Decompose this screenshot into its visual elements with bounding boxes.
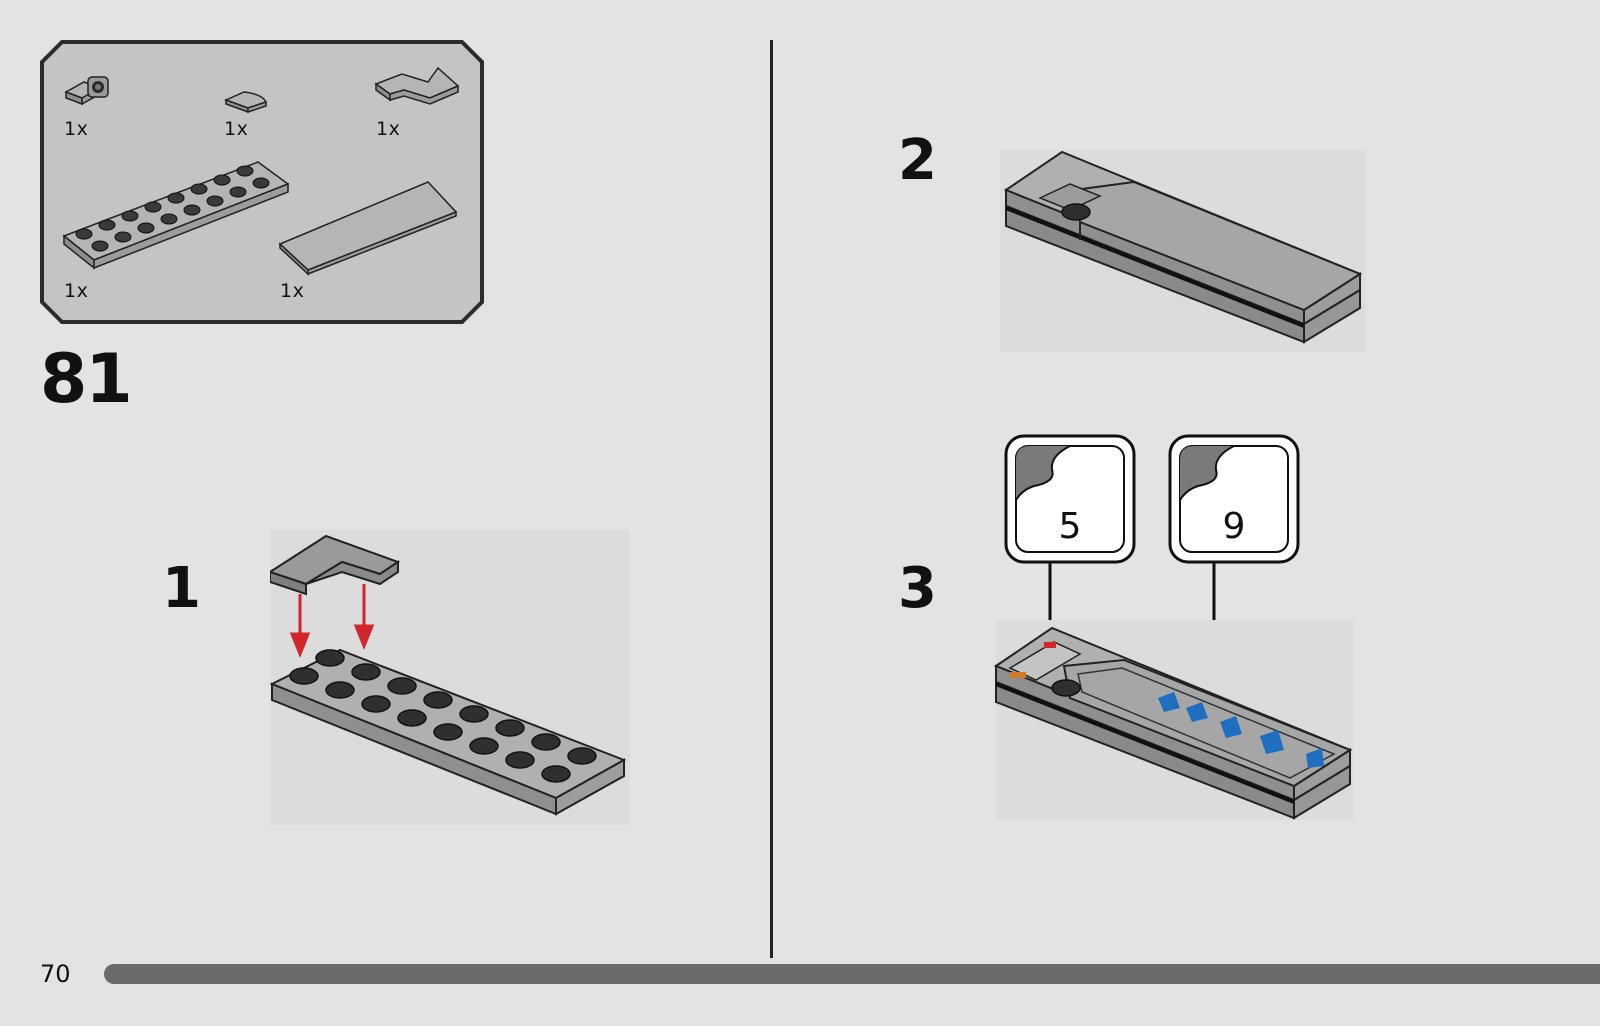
tile-2x6-part <box>276 178 460 276</box>
substep-1-illustration <box>270 530 640 830</box>
part-qty: 1x <box>224 118 248 140</box>
main-step-number: 81 <box>40 340 131 419</box>
sticker-5-callout: 5 <box>1006 436 1134 562</box>
substep-2-illustration <box>1000 150 1370 356</box>
part-qty: 1x <box>64 280 88 302</box>
sticker-5-label: 5 <box>1059 506 1082 547</box>
quarter-tile-part <box>222 88 270 116</box>
parts-list: 1x 1x 1x 1x 1x <box>40 40 484 324</box>
substep-3-illustration: 5 9 <box>990 420 1370 830</box>
substep-number: 2 <box>898 128 937 193</box>
part-qty: 1x <box>280 280 304 302</box>
substep-number: 3 <box>898 556 937 621</box>
plate-2x8-part <box>60 154 292 274</box>
column-divider <box>770 40 773 958</box>
page-number: 70 <box>40 960 71 988</box>
plate-clip-part <box>62 72 118 112</box>
sticker-9-callout: 9 <box>1170 436 1298 562</box>
part-qty: 1x <box>64 118 88 140</box>
part-qty: 1x <box>376 118 400 140</box>
corner-plate-part <box>372 64 462 114</box>
sticker-9-label: 9 <box>1223 506 1246 547</box>
page-progress-bar <box>104 964 1600 984</box>
substep-number: 1 <box>162 556 201 621</box>
